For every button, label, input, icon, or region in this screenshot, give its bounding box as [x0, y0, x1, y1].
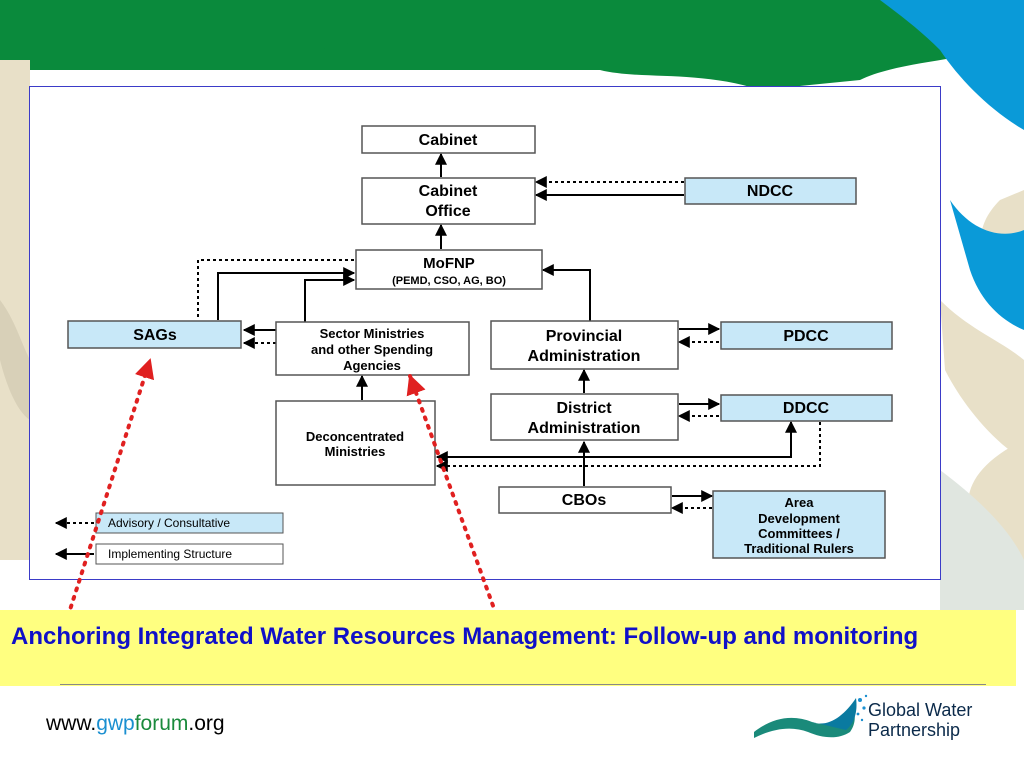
box-sector-ministries: Sector Ministries and other Spending Age… [275, 321, 470, 376]
svg-text:Cabinet: Cabinet [419, 183, 478, 200]
svg-text:Area: Area [785, 495, 815, 510]
red-pointers [66, 358, 498, 618]
logo-line-2: Partnership [868, 720, 961, 740]
svg-text:Development: Development [758, 511, 840, 526]
svg-text:MoFNP: MoFNP [423, 255, 475, 272]
svg-text:and other Spending: and other Spending [311, 342, 433, 357]
url-prefix: www. [46, 712, 97, 735]
svg-text:NDCC: NDCC [747, 183, 794, 200]
svg-text:Deconcentrated: Deconcentrated [306, 429, 404, 444]
svg-text:SAGs: SAGs [133, 327, 177, 344]
caption-bar [0, 610, 1016, 686]
svg-text:CBOs: CBOs [562, 492, 607, 509]
slide-caption: Anchoring Integrated Water Resources Man… [11, 623, 919, 650]
svg-text:Ministries: Ministries [325, 444, 386, 459]
svg-text:(PEMD, CSO, AG, BO): (PEMD, CSO, AG, BO) [392, 275, 506, 287]
box-deconcentrated-ministries: Deconcentrated Ministries [275, 400, 436, 486]
svg-text:Traditional Rulers: Traditional Rulers [744, 541, 854, 556]
box-area-development-committees: Area Development Committees / Traditiona… [712, 490, 886, 559]
url-gwp: gwp [96, 712, 135, 735]
legend: Advisory / Consultative Implementing Str… [54, 512, 284, 565]
svg-text:Office: Office [425, 203, 470, 220]
svg-text:Administration: Administration [528, 348, 641, 365]
url-forum: forum [134, 712, 189, 735]
svg-text:PDCC: PDCC [783, 328, 829, 345]
box-cabinet: Cabinet [361, 125, 536, 154]
svg-text:Provincial: Provincial [546, 328, 622, 345]
logo-line-1: Global Water [868, 700, 973, 720]
legend-advisory-label: Advisory / Consultative [108, 516, 230, 530]
box-cabinet-office: Cabinet Office [361, 177, 536, 225]
svg-text:Sector Ministries: Sector Ministries [320, 326, 425, 341]
advisory-connectors [197, 176, 821, 514]
url-suffix: .org [188, 712, 225, 735]
footer-url[interactable]: www.gwpforum.org [46, 712, 225, 736]
gwp-logo-text: Global Water Partnership [868, 700, 972, 740]
box-pdcc: PDCC [720, 321, 893, 350]
legend-implementing-label: Implementing Structure [108, 547, 232, 561]
caption-divider [60, 684, 986, 685]
box-district-administration: District Administration [490, 393, 679, 441]
box-provincial-administration: Provincial Administration [490, 320, 679, 370]
box-cbos: CBOs [498, 486, 672, 514]
implementing-connectors [217, 152, 797, 502]
svg-text:DDCC: DDCC [783, 400, 830, 417]
box-ddcc: DDCC [720, 394, 893, 422]
box-sags: SAGs [67, 320, 242, 349]
svg-text:District: District [556, 400, 612, 417]
gwp-wave-logo-icon [754, 694, 868, 738]
box-mofnp: MoFNP (PEMD, CSO, AG, BO) [355, 249, 543, 290]
box-ndcc: NDCC [684, 177, 857, 205]
svg-text:Agencies: Agencies [343, 358, 401, 373]
svg-text:Administration: Administration [528, 420, 641, 437]
svg-text:Cabinet: Cabinet [419, 132, 478, 149]
svg-text:Committees /: Committees / [758, 526, 840, 541]
